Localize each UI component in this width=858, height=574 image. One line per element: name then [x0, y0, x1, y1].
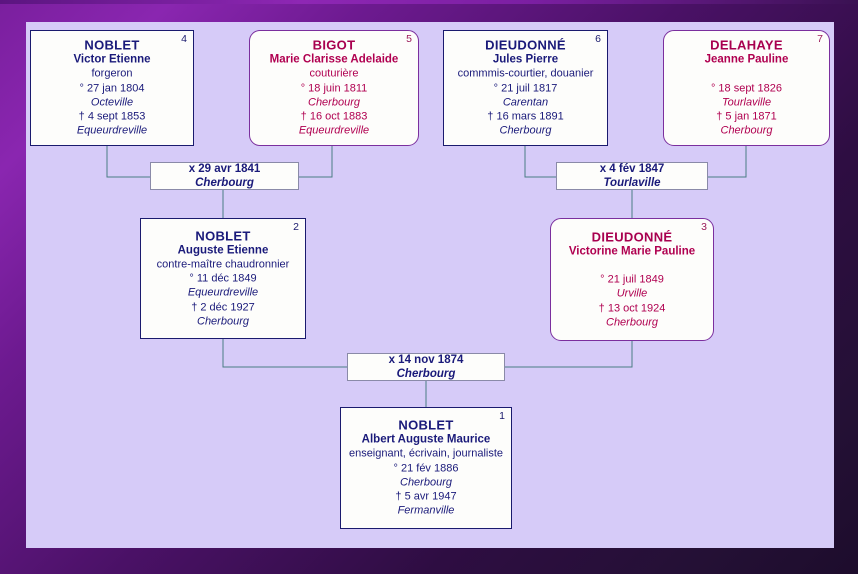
birth-place: Urville [616, 287, 648, 300]
birth-date: ° 21 juil 1817 [493, 81, 558, 94]
person-box-7[interactable]: 7 DELAHAYE Jeanne Pauline ° 18 sept 1826… [663, 30, 830, 146]
person-box-5[interactable]: 5 BIGOT Marie Clarisse Adelaide couturiè… [249, 30, 419, 146]
occupation: commmis-courtier, douanier [457, 67, 594, 80]
surname: NOBLET [195, 227, 251, 243]
given-name: Victor Etienne [73, 53, 151, 66]
birth-place: Cherbourg [400, 476, 452, 489]
occupation [554, 258, 710, 272]
union-place: Tourlaville [603, 177, 661, 189]
occupation: enseignant, écrivain, journaliste [348, 447, 504, 460]
union-box-2-3[interactable]: x 14 nov 1874 Cherbourg [347, 353, 505, 381]
birth-place: Tourlaville [721, 96, 772, 109]
death-date: † 5 avr 1947 [395, 490, 457, 503]
birth-date: ° 21 fév 1886 [393, 461, 459, 474]
union-date: x 14 nov 1874 [388, 354, 464, 366]
person-details-2: NOBLET Auguste Etienne contre-maître cha… [141, 227, 305, 328]
person-box-4[interactable]: 4 NOBLET Victor Etienne forgeron ° 27 ja… [30, 30, 194, 146]
given-name: Auguste Etienne [177, 243, 269, 256]
birth-place: Octeville [90, 96, 134, 109]
death-place: Cherbourg [499, 124, 552, 137]
given-name: Marie Clarisse Adelaide [269, 53, 399, 66]
person-id-5: 5 [406, 33, 412, 45]
person-id-7: 7 [817, 33, 823, 45]
occupation: contre-maître chaudronnier [156, 258, 290, 271]
person-details-4: NOBLET Victor Etienne forgeron ° 27 jan … [31, 38, 193, 137]
death-place: Cherbourg [720, 124, 773, 137]
union-date: x 29 avr 1841 [188, 163, 261, 175]
surname: NOBLET [84, 37, 140, 53]
birth-date: ° 18 juin 1811 [300, 81, 368, 94]
person-box-2[interactable]: 2 NOBLET Auguste Etienne contre-maître c… [140, 218, 306, 339]
death-date: † 16 oct 1883 [300, 110, 368, 123]
person-id-2: 2 [293, 221, 299, 233]
person-id-1: 1 [499, 410, 505, 422]
surname: BIGOT [312, 37, 356, 53]
birth-place: Equeurdreville [187, 286, 259, 299]
union-box-6-7[interactable]: x 4 fév 1847 Tourlaville [556, 162, 708, 190]
death-date: † 13 oct 1924 [598, 301, 666, 314]
death-place: Cherbourg [197, 315, 249, 328]
person-box-6[interactable]: 6 DIEUDONNÉ Jules Pierre commmis-courtie… [443, 30, 608, 146]
death-place: Equeurdreville [298, 124, 370, 137]
genealogy-chart-canvas: 4 NOBLET Victor Etienne forgeron ° 27 ja… [26, 22, 834, 548]
death-date: † 4 sept 1853 [78, 110, 146, 123]
occupation: forgeron [91, 67, 133, 80]
death-place: Cherbourg [606, 316, 658, 328]
death-place: Equeurdreville [76, 124, 148, 137]
death-date: † 2 déc 1927 [191, 300, 255, 313]
surname: DIEUDONNÉ [591, 228, 673, 244]
given-name: Jeanne Pauline [704, 53, 789, 66]
death-place: Fermanville [397, 504, 455, 517]
surname: DIEUDONNÉ [485, 37, 566, 53]
union-box-4-5[interactable]: x 29 avr 1841 Cherbourg [150, 162, 299, 190]
person-id-3: 3 [701, 221, 707, 233]
occupation [667, 67, 826, 81]
person-details-3: DIEUDONNÉ Victorine Marie Pauline ° 21 j… [551, 228, 713, 329]
union-date: x 4 fév 1847 [599, 163, 665, 175]
union-place: Cherbourg [195, 177, 254, 189]
death-date: † 16 mars 1891 [487, 110, 564, 123]
birth-place: Cherbourg [308, 96, 360, 109]
union-place: Cherbourg [396, 368, 456, 380]
given-name: Victorine Marie Pauline [568, 245, 696, 257]
person-details-6: DIEUDONNÉ Jules Pierre commmis-courtier,… [444, 38, 607, 137]
given-name: Jules Pierre [492, 53, 559, 66]
person-details-5: BIGOT Marie Clarisse Adelaide couturière… [250, 38, 418, 137]
surname: DELAHAYE [710, 37, 783, 53]
birth-date: ° 11 déc 1849 [189, 272, 257, 285]
given-name: Albert Auguste Maurice [361, 433, 491, 446]
person-details-7: DELAHAYE Jeanne Pauline ° 18 sept 1826 T… [664, 38, 829, 137]
occupation: couturière [309, 67, 359, 80]
person-id-4: 4 [181, 33, 187, 45]
death-date: † 5 jan 1871 [716, 110, 777, 123]
birth-place: Carentan [502, 96, 549, 109]
person-id-6: 6 [595, 33, 601, 45]
person-box-3[interactable]: 3 DIEUDONNÉ Victorine Marie Pauline ° 21… [550, 218, 714, 341]
birth-date: ° 21 juil 1849 [600, 273, 664, 286]
birth-date: ° 18 sept 1826 [710, 81, 783, 94]
person-box-1[interactable]: 1 NOBLET Albert Auguste Maurice enseigna… [340, 407, 512, 529]
birth-date: ° 27 jan 1804 [79, 81, 145, 94]
surname: NOBLET [398, 417, 454, 433]
person-details-1: NOBLET Albert Auguste Maurice enseignant… [341, 418, 511, 517]
